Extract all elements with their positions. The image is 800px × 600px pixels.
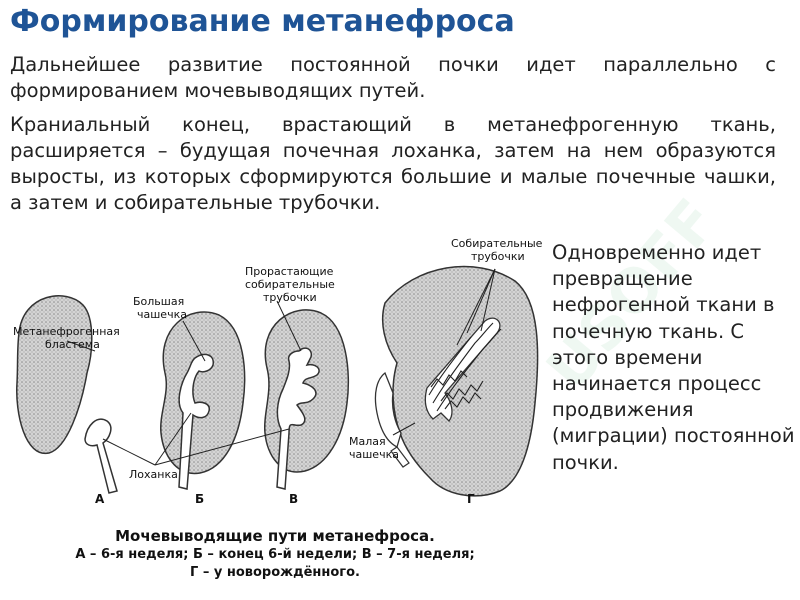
paragraph-cranial-end: Краниальный конец, врастающий в метанефр… bbox=[10, 113, 776, 214]
label-major-calyx-2: чашечка bbox=[137, 308, 187, 321]
label-pelvis: Лоханка bbox=[129, 468, 178, 481]
kidney-stage-a bbox=[16, 295, 118, 494]
label-collecting-1: Собирательные bbox=[451, 237, 543, 250]
stage-letter-b: Б bbox=[195, 492, 204, 506]
side-paragraph: Одновременно идет превращение нефрогенно… bbox=[552, 241, 795, 474]
figure-caption: Мочевыводящие пути метанефроса. А – 6-я … bbox=[10, 526, 540, 582]
kidney-stage-d bbox=[374, 265, 539, 497]
label-metanephrogenic-1: Метанефрогенная bbox=[13, 325, 120, 338]
label-pointers bbox=[66, 268, 496, 466]
label-sprouting-1: Прорастающие bbox=[245, 265, 334, 278]
kidney-stage-b bbox=[160, 311, 246, 490]
stage-letter-c: В bbox=[289, 492, 298, 506]
label-sprouting-3: трубочки bbox=[263, 291, 317, 304]
label-metanephrogenic-2: бластема bbox=[45, 338, 100, 351]
metanephros-diagram: Метанефрогенная бластема Большая чашечка… bbox=[13, 237, 543, 506]
label-minor-calyx-2: чашечка bbox=[349, 448, 399, 461]
caption-line-1: А – 6-я неделя; Б – конец 6-й недели; В … bbox=[75, 547, 475, 562]
caption-line-2: Г – у новорождённого. bbox=[190, 565, 360, 580]
stage-letter-d: Г bbox=[467, 492, 475, 506]
label-minor-calyx-1: Малая bbox=[349, 435, 386, 448]
label-major-calyx-1: Большая bbox=[133, 295, 184, 308]
caption-title: Мочевыводящие пути метанефроса. bbox=[115, 527, 435, 545]
label-sprouting-2: собирательные bbox=[245, 278, 335, 291]
page-title: Формирование метанефроса bbox=[10, 4, 515, 39]
kidney-stage-c bbox=[263, 309, 350, 490]
metanephros-figure: Метанефрогенная бластема Большая чашечка… bbox=[5, 233, 545, 513]
stage-letter-a: А bbox=[95, 492, 105, 506]
paragraph-development: Дальнейшее развитие постоянной почки иде… bbox=[10, 53, 776, 102]
label-collecting-2: трубочки bbox=[471, 250, 525, 263]
